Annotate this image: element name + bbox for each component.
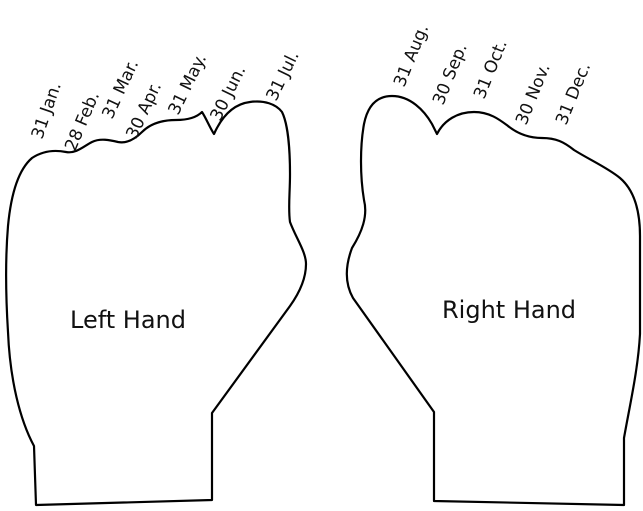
left-label-7: 31 Jul. — [263, 48, 304, 104]
left-label-1-day: 31 — [28, 115, 54, 142]
left-label-7-month: Jul. — [274, 48, 304, 81]
right-label-1: 31 Aug. — [390, 22, 433, 90]
right-label-4: 30 Nov. — [512, 61, 555, 128]
right-label-3-month: Oct. — [480, 37, 512, 77]
left-hand-title: Left Hand — [70, 306, 186, 334]
left-label-5: 31 May. — [165, 51, 212, 118]
left-label-1-month: Jan. — [36, 80, 66, 117]
left-label-4-month: Apr. — [134, 79, 166, 118]
right-label-5-month: Dec. — [562, 60, 595, 103]
right-label-1-month: Aug. — [400, 22, 433, 65]
right-label-3-day: 31 — [470, 74, 497, 102]
right-label-2-day: 30 — [429, 80, 456, 108]
left-label-5-month: May. — [176, 51, 211, 94]
right-label-2-month: Sep. — [439, 41, 472, 83]
left-label-7-day: 31 — [263, 76, 290, 104]
left-label-2-month: Feb. — [72, 89, 104, 130]
right-label-3: 31 Oct. — [470, 37, 512, 102]
right-label-2: 30 Sep. — [429, 41, 472, 108]
left-label-5-day: 31 — [165, 90, 192, 118]
right-label-1-day: 31 — [390, 62, 417, 90]
right-label-4-day: 30 — [512, 100, 539, 128]
left-label-6-month: Jun. — [218, 62, 250, 100]
right-hand-title: Right Hand — [442, 296, 576, 324]
right-label-5: 31 Dec. — [552, 60, 595, 128]
left-fist-outline — [6, 101, 306, 505]
left-label-3-month: Mar. — [110, 57, 143, 98]
right-label-5-day: 31 — [552, 100, 579, 128]
left-label-1: 31 Jan. — [28, 80, 66, 142]
right-label-4-month: Nov. — [522, 61, 555, 103]
